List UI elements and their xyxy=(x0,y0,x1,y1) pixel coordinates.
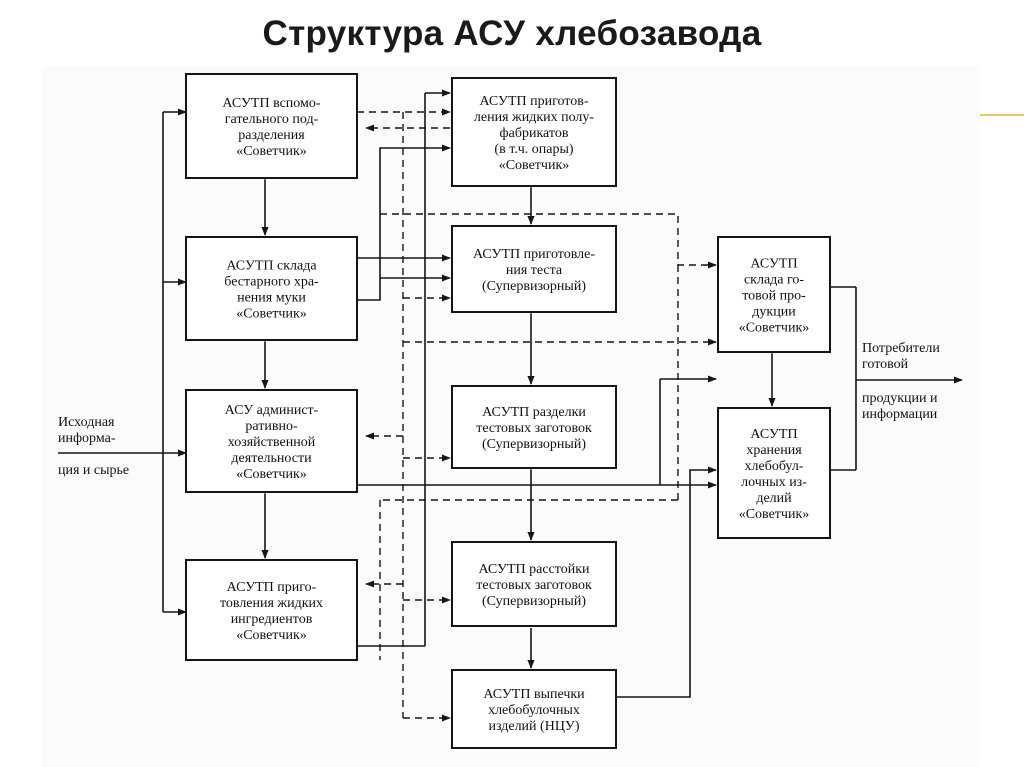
block-frame xyxy=(185,389,358,493)
block-text-line: «Советчик» xyxy=(739,321,810,336)
block-frame xyxy=(451,541,617,627)
slide-title: Структура АСУ хлебозавода xyxy=(262,14,762,53)
block-text-line: ративно- xyxy=(245,419,298,434)
block-text-line: хранения xyxy=(746,443,802,458)
block-text-line: «Советчик» xyxy=(236,467,307,482)
block-text-line: «Советчик» xyxy=(236,307,307,322)
block-text-line: фабрикатов xyxy=(500,126,569,141)
accent-line xyxy=(976,114,1024,116)
block-liquid-semi: АСУТП приготов-ления жидких полу-фабрика… xyxy=(451,77,617,187)
block-text-line: лочных из- xyxy=(741,475,807,490)
block-text-line: хлебобулочных xyxy=(488,703,580,718)
output-label-line: Потребители xyxy=(862,341,940,356)
block-text-line: хлебобул- xyxy=(745,459,804,474)
output-label-line: продукции и xyxy=(862,391,938,406)
block-liquid-ingr: АСУТП приго-товления жидкихингредиентов«… xyxy=(185,559,358,661)
input-label-line: ция и сырье xyxy=(58,463,129,478)
block-text-line: АСУТП приготовле- xyxy=(473,247,595,262)
block-text-line: АСУТП xyxy=(750,257,797,272)
block-frame xyxy=(451,77,617,187)
block-text-line: АСУ админист- xyxy=(225,403,319,418)
block-dough: АСУТП приготовле-ния теста(Супервизорный… xyxy=(451,225,617,313)
block-frame xyxy=(717,236,831,353)
block-text-line: ления жидких полу- xyxy=(474,110,595,125)
block-text-line: изделий (НЦУ) xyxy=(488,719,579,734)
block-text-line: хозяйственной xyxy=(228,435,316,450)
block-text-line: АСУТП вспомо- xyxy=(222,96,320,111)
block-text-line: ния теста xyxy=(506,263,563,278)
output-label-line: готовой xyxy=(862,357,909,372)
block-text-line: делий xyxy=(756,491,792,506)
block-text-line: (в т.ч. опары) xyxy=(494,142,573,157)
block-text-line: АСУТП склада xyxy=(226,259,317,274)
input-label-line: Исходная xyxy=(58,415,115,430)
block-text-line: бестарного хра- xyxy=(224,275,319,290)
block-frame xyxy=(185,559,358,661)
block-frame xyxy=(185,236,358,341)
block-frame xyxy=(185,73,358,179)
block-frame xyxy=(451,669,617,749)
block-text-line: «Советчик» xyxy=(499,158,570,173)
block-text-line: тестовых заготовок xyxy=(476,421,592,436)
block-text-line: АСУТП выпечки xyxy=(483,687,585,702)
block-frame xyxy=(451,225,617,313)
block-text-line: АСУТП приготов- xyxy=(479,94,588,109)
block-aux: АСУТП вспомо-гательного под-разделения«С… xyxy=(185,73,358,179)
block-admin: АСУ админист-ративно-хозяйственнойдеятел… xyxy=(185,389,358,493)
block-text-line: тестовых заготовок xyxy=(476,578,592,593)
block-text-line: разделения xyxy=(238,128,305,143)
block-text-line: «Советчик» xyxy=(739,507,810,522)
block-text-line: АСУТП xyxy=(750,427,797,442)
input-label-line: информа- xyxy=(58,431,116,446)
block-text-line: деятельности xyxy=(231,451,312,466)
block-frame xyxy=(717,407,831,539)
output-label-line: информации xyxy=(862,407,938,422)
block-text-line: (Супервизорный) xyxy=(482,279,586,294)
block-text-line: дукции xyxy=(752,305,796,320)
block-text-line: гательного под- xyxy=(225,112,319,127)
block-text-line: АСУТП разделки xyxy=(482,405,586,420)
block-text-line: товления жидких xyxy=(220,596,323,611)
block-text-line: АСУТП расстойки xyxy=(478,562,590,577)
block-text-line: «Советчик» xyxy=(236,628,307,643)
block-text-line: (Супервизорный) xyxy=(482,594,586,609)
block-text-line: ингредиентов xyxy=(231,612,313,627)
block-text-line: «Советчик» xyxy=(236,144,307,159)
block-text-line: АСУТП приго- xyxy=(227,580,317,595)
blocks-layer: АСУТП вспомо-гательного под-разделения«С… xyxy=(185,73,831,749)
block-text-line: (Супервизорный) xyxy=(482,437,586,452)
block-frame xyxy=(451,385,617,469)
block-text-line: склада го- xyxy=(744,273,804,288)
dashed-connectors xyxy=(357,108,717,722)
block-text-line: товой про- xyxy=(742,289,806,304)
block-text-line: нения муки xyxy=(237,291,306,306)
